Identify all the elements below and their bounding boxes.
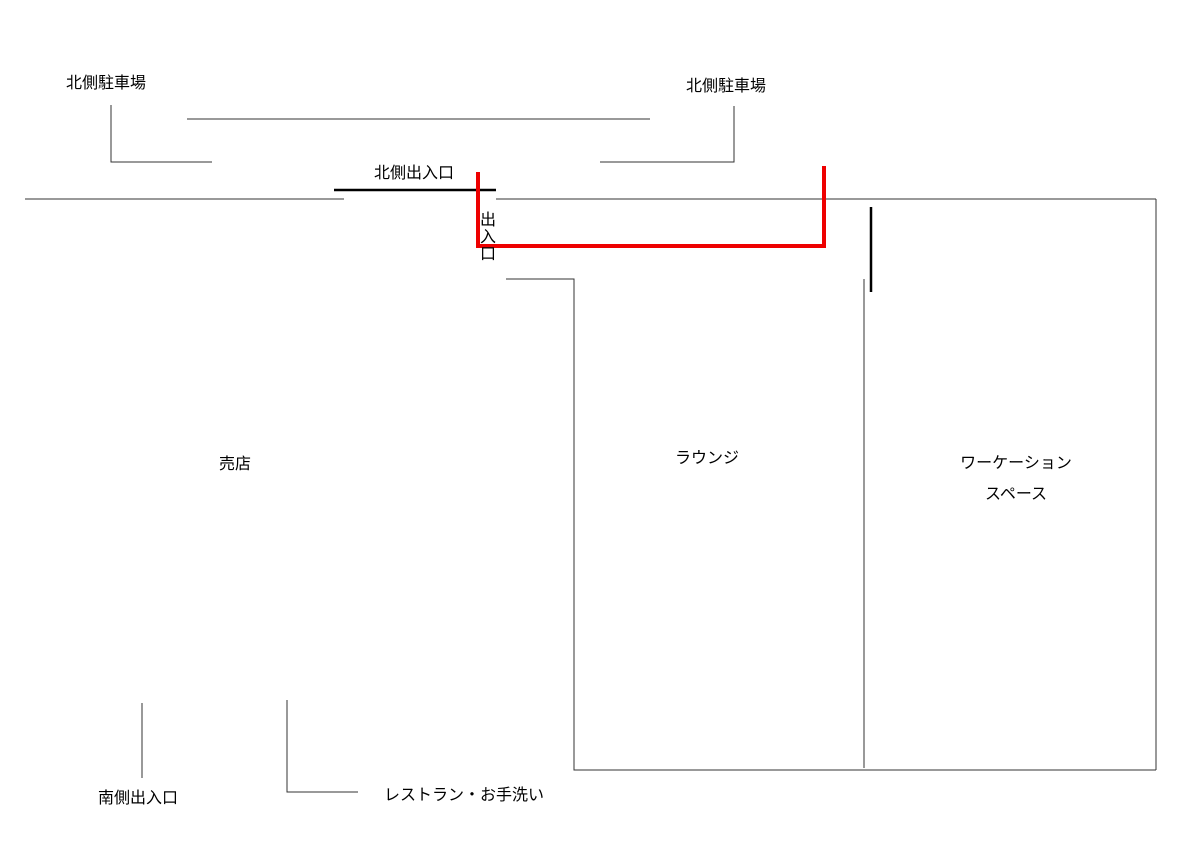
north-parking-right-label: 北側駐車場 [686, 76, 767, 95]
route-path [476, 166, 826, 248]
workation-label-line1: ワーケーション [960, 453, 1072, 472]
north-entrance-label: 北側出入口 [374, 163, 455, 182]
workation-label-line2: スペース [984, 484, 1048, 503]
lounge-wall [506, 278, 1156, 771]
door-entrance-label: 出入口 [480, 210, 497, 263]
north-parking-left-leader [110, 105, 212, 163]
north-parking-left-label: 北側駐車場 [66, 73, 147, 92]
restaurant-restroom-label: レストラン・お手洗い [384, 785, 545, 804]
south-entrance-label: 南側出入口 [98, 788, 179, 807]
north-parking-right-leader [600, 106, 735, 163]
shop-label: 売店 [219, 454, 252, 473]
restaurant-leader [286, 700, 358, 793]
lounge-label: ラウンジ [675, 448, 740, 467]
